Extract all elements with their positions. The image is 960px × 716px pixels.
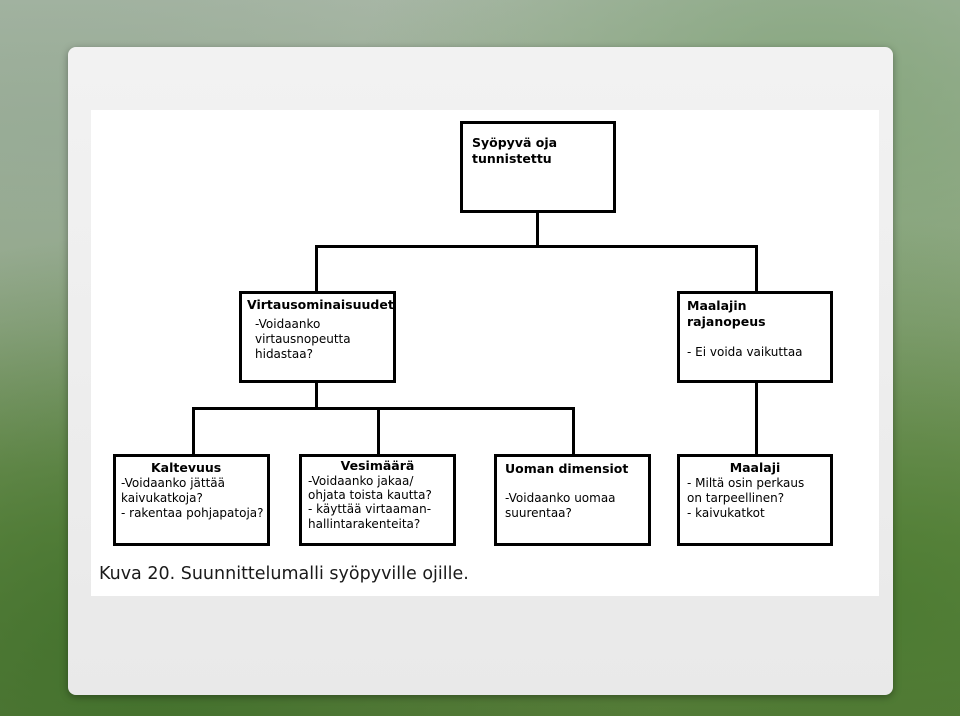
kaltevuus-box: Kaltevuus -Voidaanko jättää kaivukatkoja… [113,454,270,546]
vesimaara-title: Vesimäärä [340,458,415,473]
kaltevuus-line-3: - rakentaa pohjapatoja? [121,505,264,520]
vesimaara-box: Vesimäärä -Voidaanko jakaa/ ohjata toist… [299,454,456,546]
uoman-dimensiot-line-2: suurentaa? [505,505,572,520]
root-title-line-2: tunnistettu [472,150,552,166]
connector-uoman-down [572,407,575,455]
vesimaara-line-1: -Voidaanko jakaa/ [308,473,414,488]
virtausominaisuudet-box: Virtausominaisuudet -Voidaanko virtausno… [239,291,396,383]
uoman-dimensiot-line-1: -Voidaanko uomaa [505,490,616,505]
connector-kaltevuus-down [192,407,195,455]
maalajin-rajanopeus-line-1: - Ei voida vaikuttaa [687,345,803,360]
figure-caption: Kuva 20. Suunnittelumalli syöpyville oji… [99,564,469,584]
connector-vesimaara-down [377,407,380,455]
virtausominaisuudet-title: Virtausominaisuudet [247,297,394,312]
connector-top-horizontal [315,245,758,248]
flowchart-figure: Syöpyvä oja tunnistettu Virtausominaisuu… [91,110,879,596]
root-box: Syöpyvä oja tunnistettu [460,121,616,213]
kaltevuus-title: Kaltevuus [151,460,222,475]
maalaji-line-3: - kaivukatkot [687,505,765,520]
kaltevuus-line-2: kaivukatkoja? [121,490,203,505]
uoman-dimensiot-box: Uoman dimensiot -Voidaanko uomaa suurent… [494,454,651,546]
virtausominaisuudet-line-1: -Voidaanko [255,316,321,331]
vesimaara-line-2: ohjata toista kautta? [308,488,432,503]
connector-maalaji-down [755,382,758,455]
vesimaara-line-4: hallintarakenteita? [308,516,421,531]
kaltevuus-line-1: -Voidaanko jättää [121,475,225,490]
connector-bottom-horizontal [192,407,575,410]
connector-root-down [536,212,539,247]
connector-left-down [315,245,318,293]
uoman-dimensiot-title: Uoman dimensiot [505,461,629,476]
vesimaara-line-3: - käyttää virtaaman- [308,502,432,517]
virtausominaisuudet-line-2: virtausnopeutta [255,331,351,346]
maalajin-rajanopeus-box: Maalajin rajanopeus - Ei voida vaikuttaa [677,291,833,383]
virtausominaisuudet-line-3: hidastaa? [255,346,313,361]
root-title-line-1: Syöpyvä oja [472,135,558,150]
connector-left-branch-down [315,382,318,409]
connector-right-down [755,245,758,293]
maalaji-box: Maalaji - Miltä osin perkaus on tarpeell… [677,454,833,546]
maalaji-line-1: - Miltä osin perkaus [687,475,805,490]
maalaji-title: Maalaji [729,460,781,475]
maalajin-rajanopeus-title: Maalajin rajanopeus [687,298,766,329]
maalaji-line-2: on tarpeellinen? [687,490,785,505]
